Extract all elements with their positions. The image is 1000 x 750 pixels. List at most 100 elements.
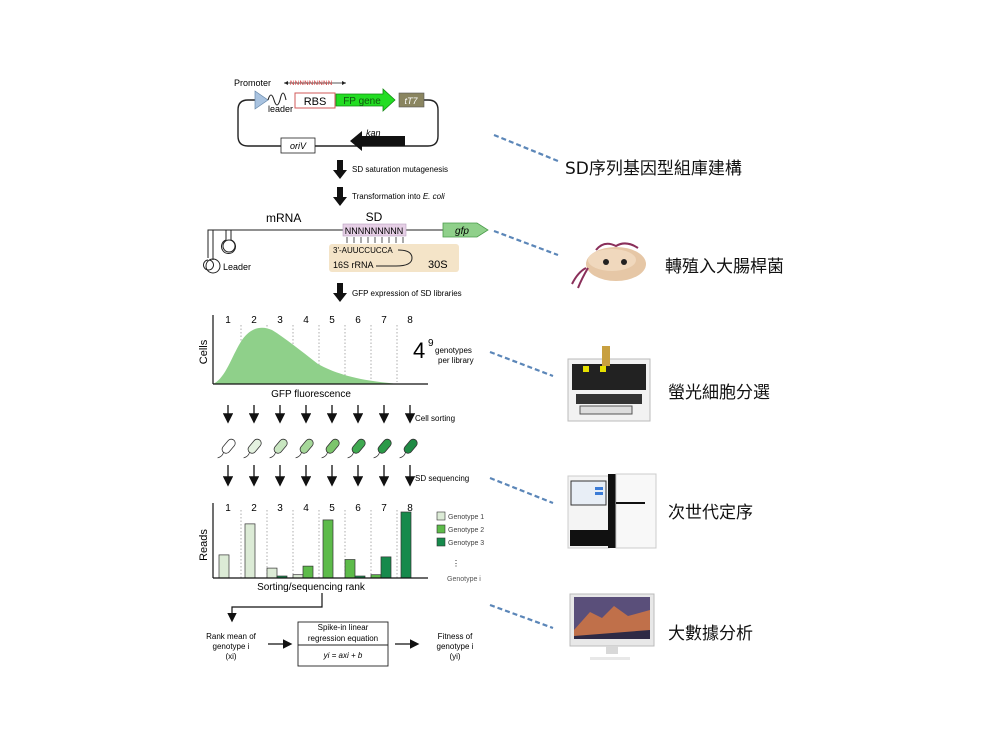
legend-label: Genotype 3: [448, 540, 484, 547]
kan-arrow: [350, 131, 405, 151]
connector-2: [493, 229, 559, 257]
promoter-label: Promoter: [234, 78, 271, 88]
per-library-label: per library: [438, 356, 474, 365]
cells-axis-label: Cells: [198, 339, 210, 364]
legend-genotype-i: Genotype i: [447, 576, 481, 583]
gfp-label: gfp: [455, 226, 469, 237]
rank-tick-label: 2: [251, 503, 257, 514]
fitness-line2: genotype i: [437, 642, 474, 651]
terminator-box: [398, 92, 425, 108]
bacterium-icon: [243, 438, 262, 459]
gfp-axis-label: GFP fluorescence: [271, 389, 351, 400]
rank-tick-label: 1: [225, 503, 231, 514]
oriv-label: oriV: [290, 141, 307, 151]
legend-swatch: [436, 537, 446, 547]
gfp-gene-arrow: [442, 222, 489, 238]
regression-title-line1: Spike-in linear: [318, 623, 369, 632]
rbs-box: [294, 92, 336, 109]
rank-tick-label: 5: [329, 503, 335, 514]
terminator-label: tT7: [404, 96, 418, 106]
sorting-row: [217, 405, 418, 487]
reads-axis-label: Reads: [198, 529, 210, 561]
desktop-computer-image: [569, 593, 655, 660]
rank-tick-label: 4: [303, 503, 309, 514]
mrna-label: mRNA: [266, 211, 301, 225]
rrna-label: 16S rRNA: [333, 260, 374, 270]
anti-sd-sequence: 3'-AUUCCUCCA: [333, 246, 393, 255]
connector-3: [489, 350, 554, 378]
connector-5: [489, 603, 554, 630]
bin-label: 2: [251, 315, 257, 326]
bacterium-icon: [321, 438, 340, 459]
bin-label: 4: [303, 315, 309, 326]
rank-tick-label: 3: [277, 503, 283, 514]
fitness-line3: (yi): [449, 652, 460, 661]
rank-mean-line1: Rank mean of: [206, 632, 257, 641]
bar-genotype-1: [218, 554, 230, 579]
leader-label: leader: [268, 104, 293, 114]
dashed-connectors: [489, 133, 559, 630]
bacterium-icon: [295, 438, 314, 459]
bacterium-icon: [217, 438, 236, 459]
randomized-region-label: NNNNNNNNN: [290, 81, 333, 87]
legend-label: Genotype 2: [448, 527, 484, 534]
bacterium-icon: [399, 438, 418, 459]
transformation-step: Transformation into E. coli: [352, 192, 445, 201]
regression-equation: yi = axi + b: [323, 651, 363, 660]
down-arrow-icon: [333, 283, 347, 302]
regression-box: [297, 621, 389, 667]
oriv-box: [280, 137, 316, 154]
leader-stem-loops: [203, 229, 236, 271]
rank-axis-label: Sorting/sequencing rank: [257, 582, 366, 593]
legend-ellipsis: ⋮: [452, 559, 460, 568]
legend-label: Genotype 1: [448, 514, 484, 521]
annotation-transformation: 轉殖入大腸桿菌: [665, 257, 784, 277]
down-arrow-icon: [333, 160, 347, 179]
step-arrows: SD saturation mutagenesis Transformation…: [333, 160, 462, 302]
rank-tick-label: 8: [407, 503, 413, 514]
annotation-library-construction: SD序列基因型組庫建構: [565, 159, 742, 179]
genotypes-label: genotypes: [435, 346, 472, 355]
bar-genotype-1: [266, 567, 278, 579]
library-size-base: 4: [413, 338, 425, 363]
connector-1: [493, 133, 559, 163]
annotation-ngs: 次世代定序: [668, 503, 753, 523]
library-size-exponent: 9: [428, 338, 434, 349]
legend-swatch: [436, 511, 446, 521]
regression-flow: Rank mean of genotype i (xi) Spike-in li…: [206, 593, 474, 667]
rank-tick-label: 7: [381, 503, 387, 514]
rank-mean-line2: genotype i: [213, 642, 250, 651]
promoter-icon: [254, 90, 269, 110]
mutagenesis-step: SD saturation mutagenesis: [352, 165, 448, 174]
sd-sequencing-step: SD sequencing: [415, 474, 469, 483]
fitness-line1: Fitness of: [438, 632, 473, 641]
rbs-label: RBS: [304, 96, 327, 108]
bar-genotype-3: [380, 556, 392, 579]
bar-genotype-1: [244, 523, 256, 579]
plasmid-map: Promoter NNNNNNNNN leader RBS FP gene tT…: [234, 78, 439, 154]
fluorescence-curve: [213, 327, 400, 384]
sd-sequence: NNNNNNNNN: [345, 226, 404, 236]
bin-label: 1: [225, 315, 231, 326]
sequencer-image: [567, 473, 657, 549]
bin-label: 8: [407, 315, 413, 326]
bar-genotype-2: [322, 519, 334, 579]
rank-mean-line3: (xi): [225, 652, 236, 661]
subunit-label: 30S: [428, 259, 448, 271]
rank-tick-label: 6: [355, 503, 361, 514]
sd-label: SD: [366, 210, 383, 224]
bacterium-icon: [373, 438, 392, 459]
30s-subunit-box: [329, 244, 459, 272]
down-arrow-icon: [333, 187, 347, 206]
annotation-cell-sorting: 螢光細胞分選: [668, 383, 770, 403]
regression-title-line2: regression equation: [308, 634, 378, 643]
plasmid-backbone: [237, 99, 439, 147]
cell-sorter-image: [567, 346, 651, 422]
bar-genotype-2: [302, 565, 314, 579]
leader-label-2: Leader: [223, 262, 251, 272]
connector-4: [489, 476, 554, 505]
reads-bar-chart: 1 2 3 4 5 6 7 8 Reads Sorting/sequencing rank G…: [198, 503, 484, 593]
